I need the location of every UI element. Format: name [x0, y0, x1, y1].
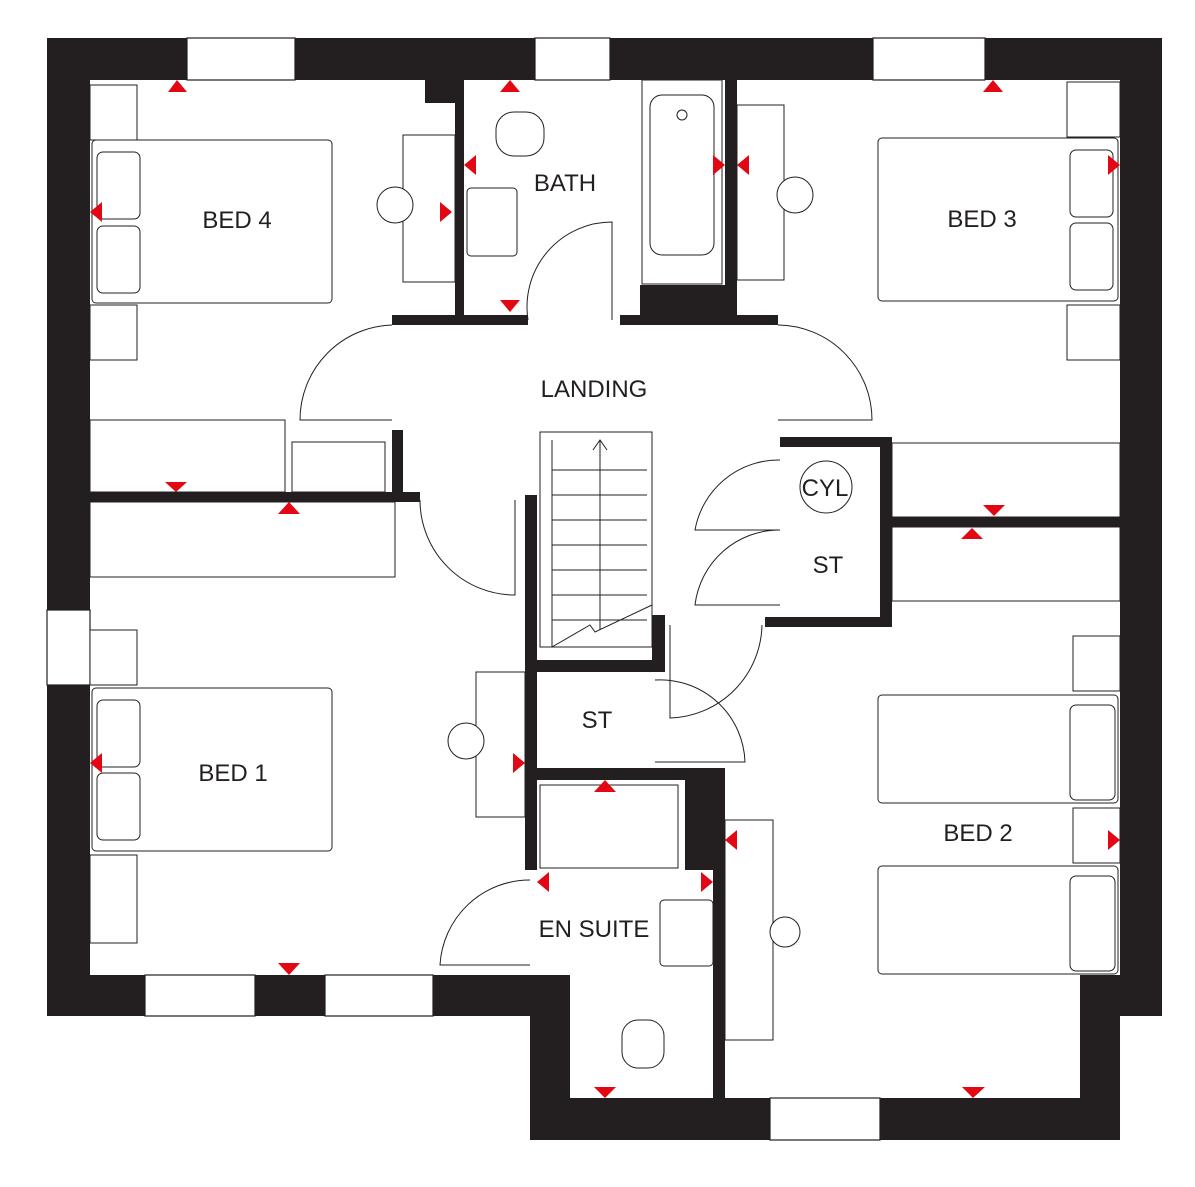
windows: [46, 37, 986, 1141]
room-label-cylinder: CYL: [802, 475, 849, 502]
furniture: [89, 79, 1121, 1069]
room-label-bath: BATH: [534, 170, 596, 197]
room-label-bed-4: BED 4: [202, 207, 271, 234]
room-label-bed-3: BED 3: [947, 206, 1016, 233]
room-label-bed-1: BED 1: [198, 760, 267, 787]
room-label-landing: LANDING: [541, 376, 648, 403]
room-label-store-lower: ST: [582, 707, 613, 734]
room-label-store-upper: ST: [813, 552, 844, 579]
room-label-bed-2: BED 2: [943, 820, 1012, 847]
room-labels: BED 4 BATH BED 3 LANDING CYL ST BED 1 ST…: [198, 170, 1016, 943]
door-swings: [299, 221, 873, 966]
staircase: [539, 431, 853, 648]
room-label-en-suite: EN SUITE: [539, 916, 650, 943]
electrical-markers: [90, 80, 1120, 1098]
walls: [47, 38, 1162, 1140]
